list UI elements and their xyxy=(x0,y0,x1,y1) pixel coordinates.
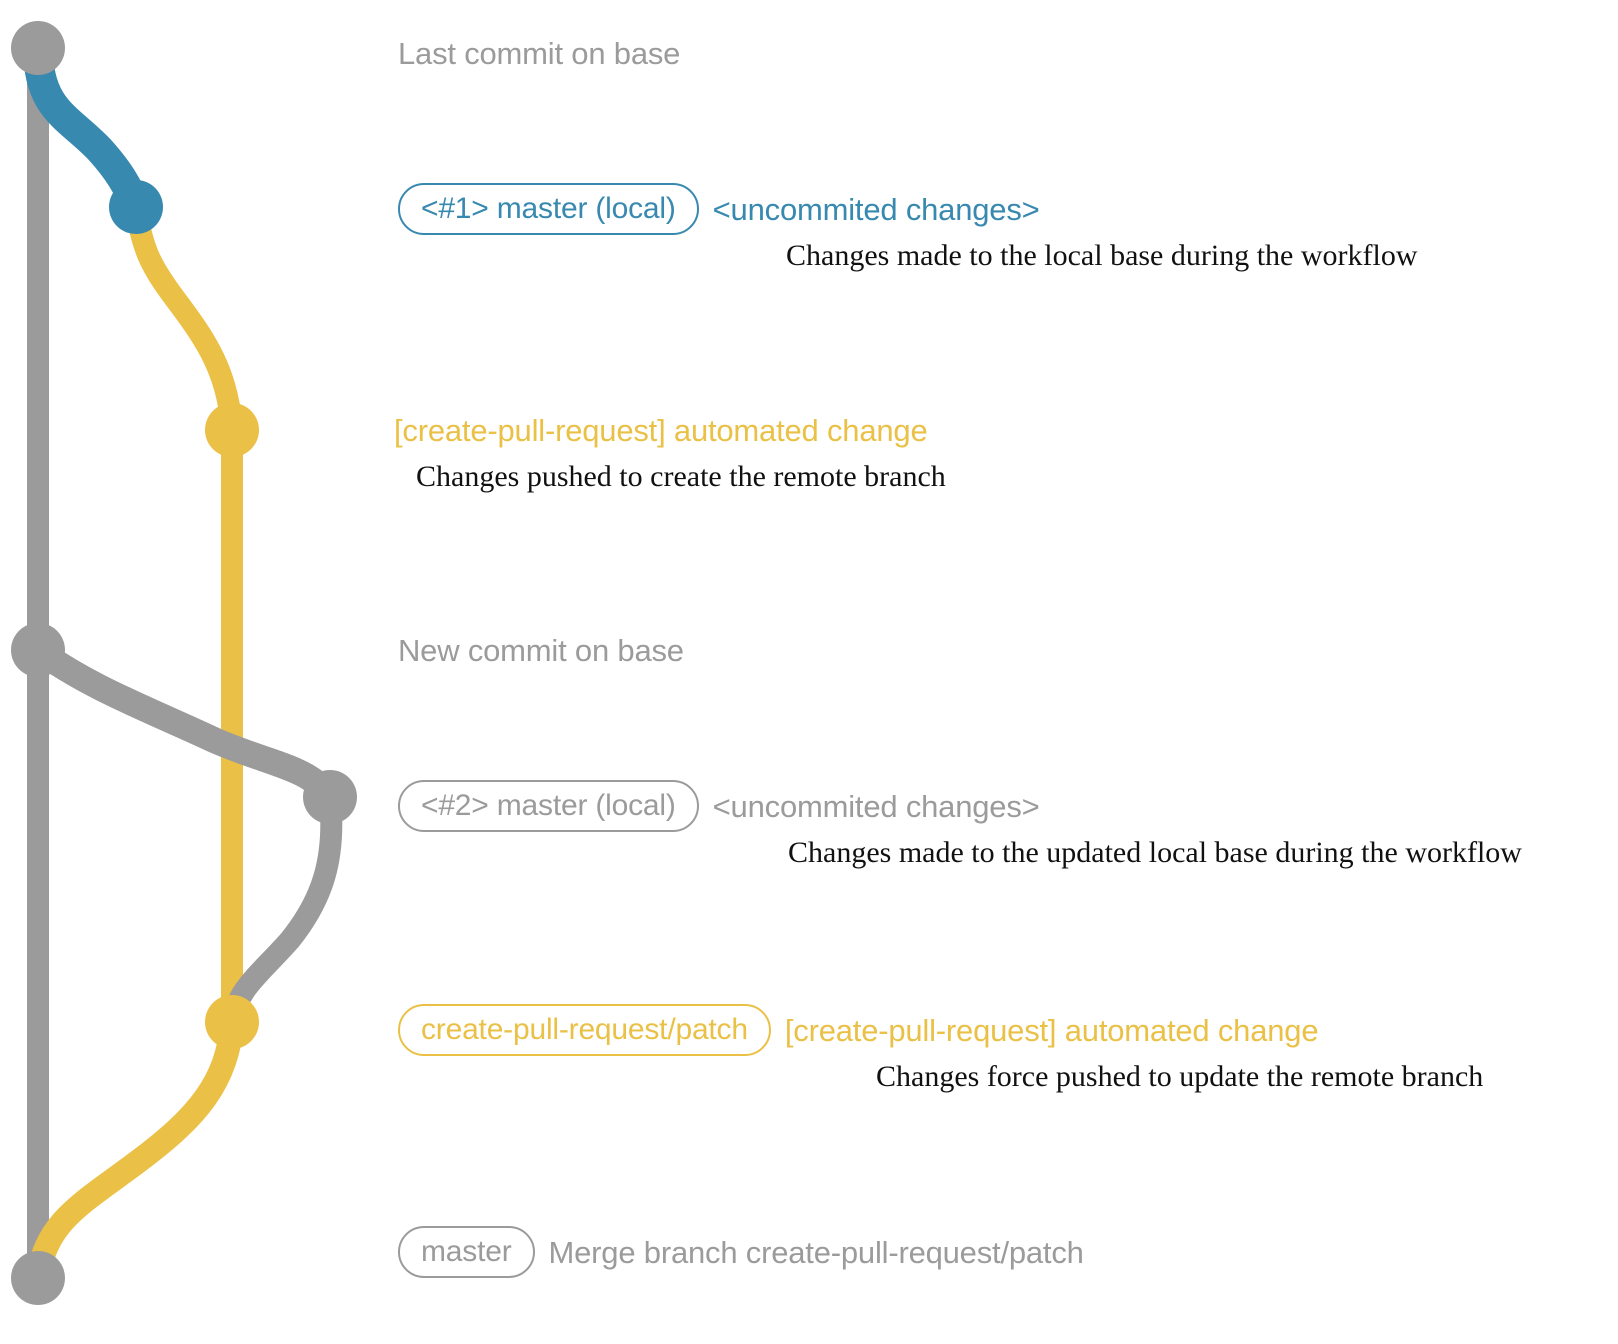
commit-row-main: <#2> master (local) <uncommited changes> xyxy=(398,780,1618,832)
commit-subject: <uncommited changes> xyxy=(712,191,1040,227)
commit-node-merge xyxy=(11,1251,65,1305)
edge-patch2-to-merge xyxy=(26,1010,244,1290)
commit-note: Changes made to the local base during th… xyxy=(786,239,1418,272)
commit-subject: Merge branch create-pull-request/patch xyxy=(548,1234,1084,1270)
commit-subject: [create-pull-request] automated change xyxy=(784,1012,1319,1048)
commit-row-main: New commit on base xyxy=(398,635,1618,666)
edge-local1-to-patch1 xyxy=(125,196,243,441)
commit-node-base-1 xyxy=(11,21,65,75)
commit-note: Changes force pushed to update the remot… xyxy=(876,1060,1484,1093)
commit-subject: Last commit on base xyxy=(398,36,681,71)
commit-row-automated-change-2: create-pull-request/patch [create-pull-r… xyxy=(398,1004,1618,1056)
commit-row-master-local-1: <#1> master (local) <uncommited changes> xyxy=(398,183,1618,235)
commit-node-local-2 xyxy=(303,770,357,824)
branch-badge-master-local-2[interactable]: <#2> master (local) xyxy=(398,780,699,832)
commit-node-base-2 xyxy=(11,623,65,677)
commit-subject: New commit on base xyxy=(398,633,684,668)
commit-row-main: <#1> master (local) <uncommited changes> xyxy=(398,183,1618,235)
commit-row-master-merge: master Merge branch create-pull-request/… xyxy=(398,1226,1618,1278)
branch-badge-create-pull-request-patch[interactable]: create-pull-request/patch xyxy=(398,1004,771,1056)
commit-subject: [create-pull-request] automated change xyxy=(394,413,928,448)
commit-note: Changes made to the updated local base d… xyxy=(788,836,1522,869)
commit-node-patch-1 xyxy=(205,403,259,457)
commit-subject: <uncommited changes> xyxy=(712,788,1040,824)
commit-note: Changes pushed to create the remote bran… xyxy=(416,460,946,493)
commit-row-main: [create-pull-request] automated change xyxy=(394,415,1618,446)
branch-badge-master[interactable]: master xyxy=(398,1226,535,1278)
branch-badge-master-local-1[interactable]: <#1> master (local) xyxy=(398,183,699,235)
edge-base2-to-local2 xyxy=(25,637,343,810)
commit-row-master-local-2: <#2> master (local) <uncommited changes> xyxy=(398,780,1618,832)
commit-row-automated-change-1: [create-pull-request] automated change xyxy=(394,415,1618,446)
commit-row-main: Last commit on base xyxy=(398,38,1618,69)
commit-row-new-commit-on-base: New commit on base xyxy=(398,635,1618,666)
commit-node-patch-2 xyxy=(205,995,259,1049)
commit-node-local-1 xyxy=(109,180,163,234)
commit-row-last-commit-on-base: Last commit on base xyxy=(398,38,1618,69)
commit-row-main: master Merge branch create-pull-request/… xyxy=(398,1226,1618,1278)
commit-row-main: create-pull-request/patch [create-pull-r… xyxy=(398,1004,1618,1056)
edge-local2-to-patch2 xyxy=(221,786,343,1033)
